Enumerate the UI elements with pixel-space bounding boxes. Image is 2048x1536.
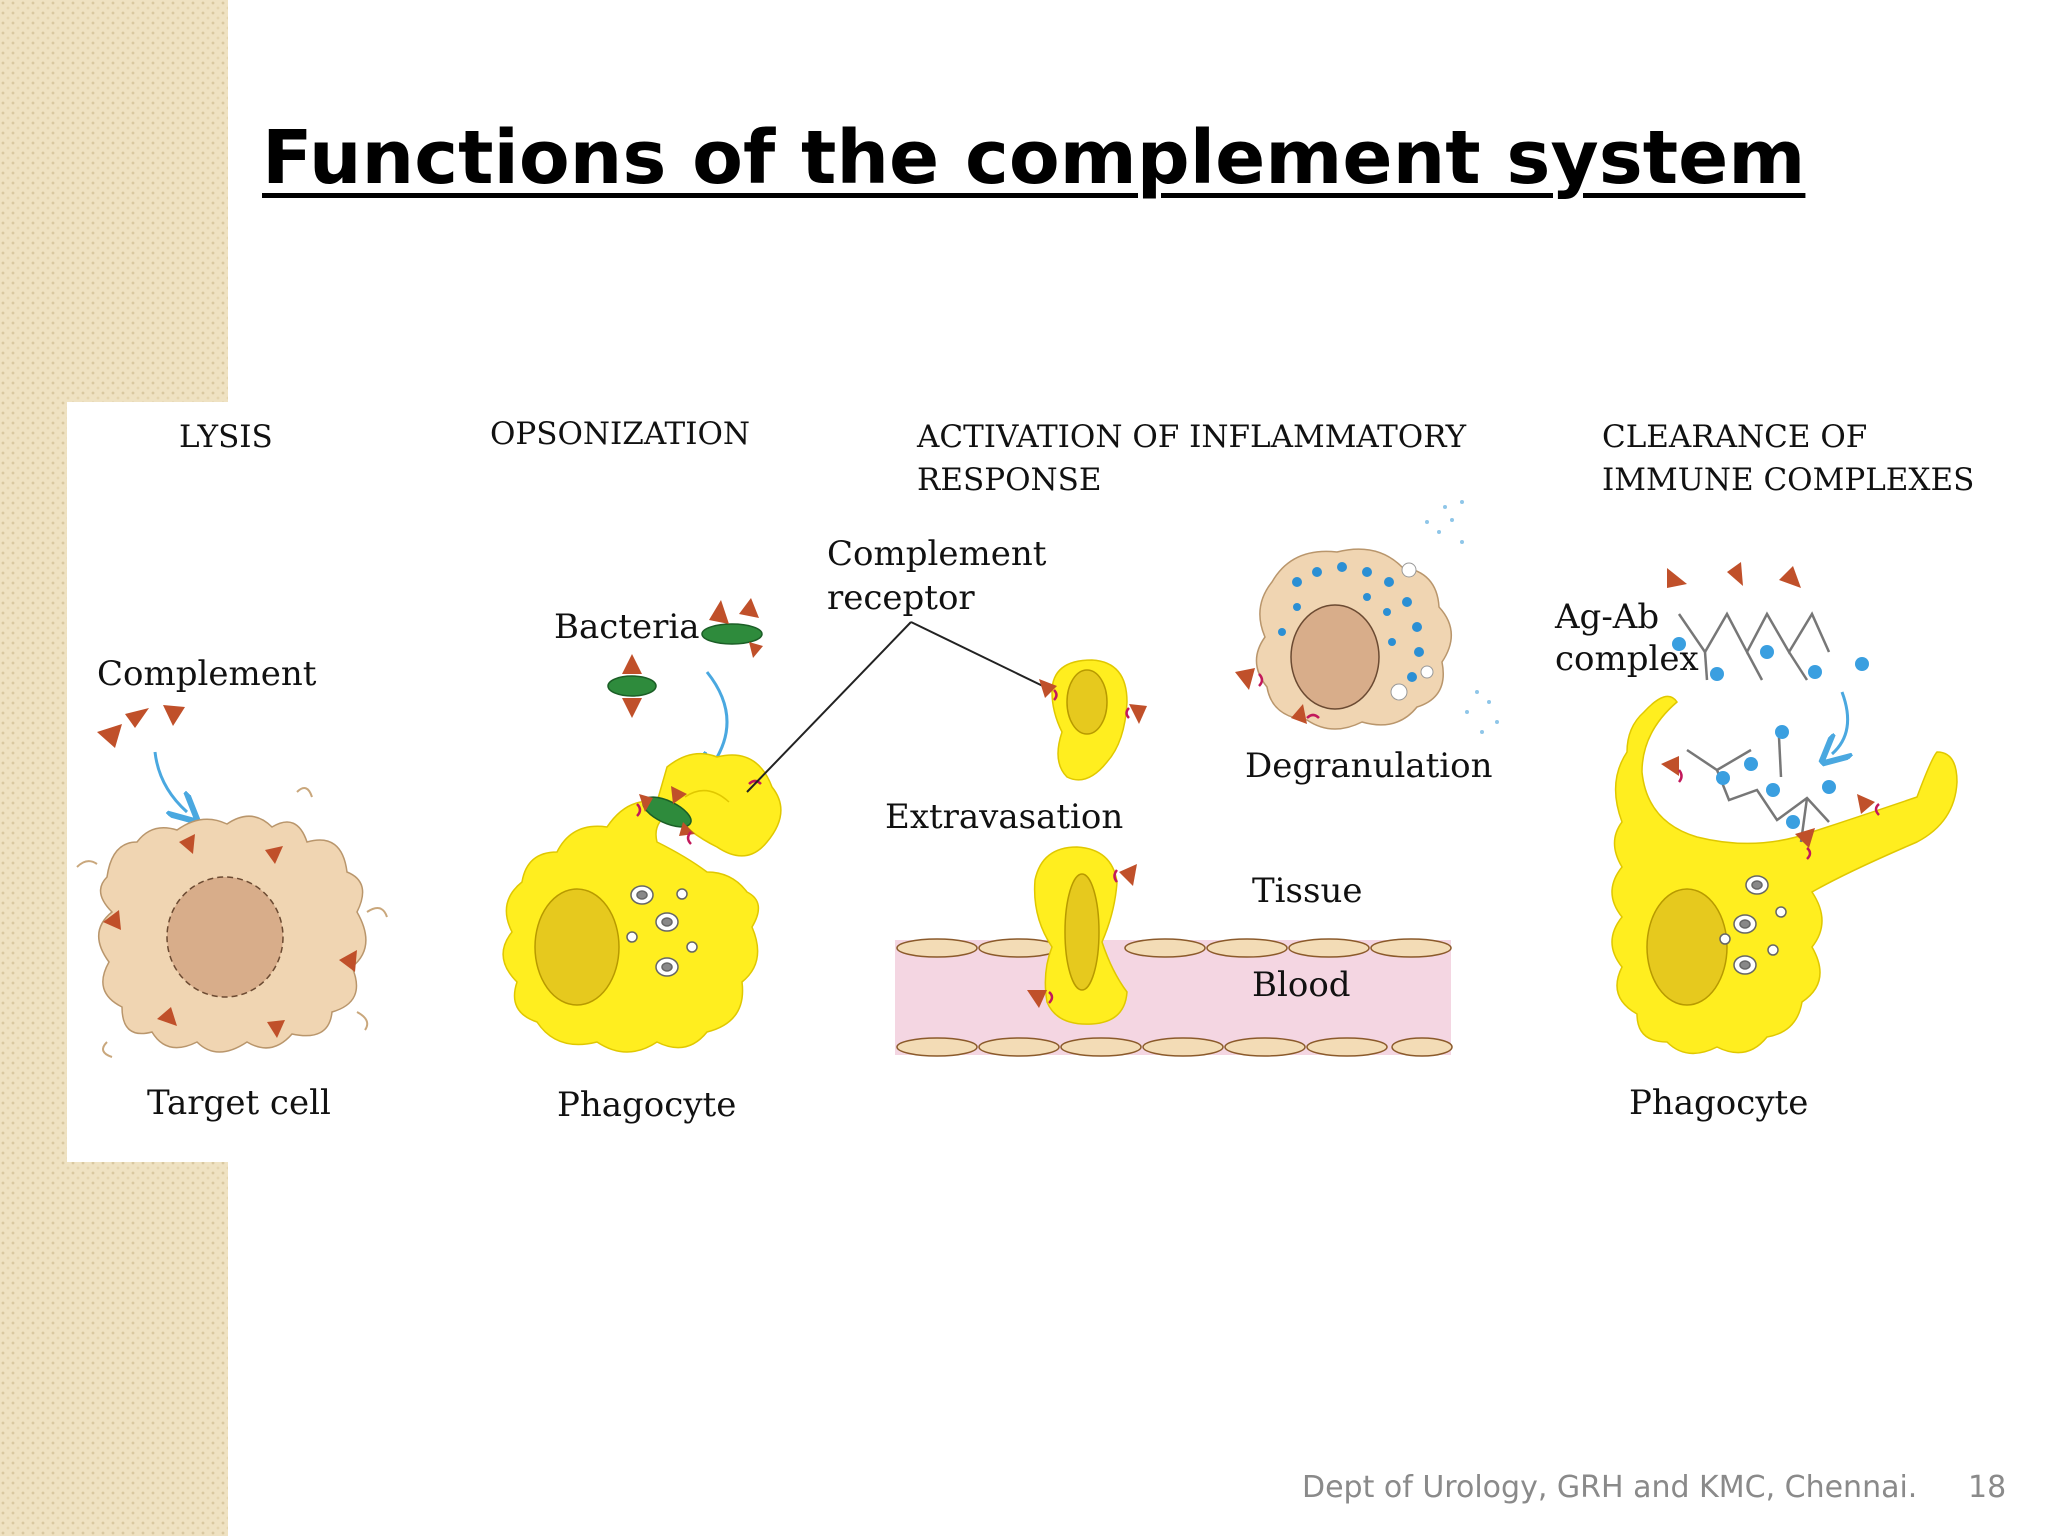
heading-lysis: LYSIS — [179, 419, 273, 455]
extravasating-leukocyte — [1027, 846, 1137, 1025]
label-phagocyte-opsonization: Phagocyte — [557, 1085, 736, 1125]
complement-receptors — [636, 779, 762, 845]
heading-opsonization: OPSONIZATION — [490, 416, 750, 452]
heading-clearance-line2: IMMUNE COMPLEXES — [1602, 462, 1974, 498]
phagocyte-nucleus-clearance — [1646, 888, 1728, 1006]
label-complement-receptor-line1: Complement — [827, 534, 1047, 574]
phagocyte-clearance — [1611, 695, 1958, 1055]
label-blood: Blood — [1252, 965, 1351, 1005]
activated-leukocyte — [1039, 659, 1147, 781]
arrow-complement-to-target — [153, 751, 187, 812]
slide-title: Functions of the complement system — [262, 115, 1806, 201]
heading-inflammatory-line1: ACTIVATION OF INFLAMMATORY — [916, 419, 1467, 455]
label-phagocyte-clearance: Phagocyte — [1629, 1083, 1808, 1123]
phagocyte-nucleus — [534, 888, 620, 1006]
label-degranulation: Degranulation — [1245, 746, 1493, 786]
arrow-complex-to-phagocyte — [1832, 691, 1848, 754]
receptor-pointer-lines — [746, 621, 1048, 793]
target-nucleus — [166, 876, 284, 998]
label-extravasation: Extravasation — [885, 797, 1123, 837]
immune-complex-free — [1667, 562, 1869, 681]
heading-clearance-line1: CLEARANCE OF — [1602, 419, 1867, 455]
label-complement-receptor-line2: receptor — [827, 578, 975, 618]
page-number: 18 — [1968, 1470, 2007, 1505]
label-tissue: Tissue — [1252, 871, 1362, 911]
label-ag-ab-line1: Ag-Ab — [1554, 597, 1659, 637]
label-target-cell: Target cell — [147, 1083, 331, 1123]
bound-immune-complexes — [1686, 736, 1830, 843]
slide-footer: Dept of Urology, GRH and KMC, Chennai. — [1302, 1470, 1918, 1505]
mast-cell-degranulating — [1235, 500, 1499, 734]
bacteria-free — [607, 598, 763, 718]
target-cell — [76, 787, 388, 1058]
blood-vessel — [895, 938, 1453, 1057]
label-bacteria: Bacteria — [554, 607, 699, 647]
complement-proteins — [97, 705, 185, 748]
heading-inflammatory-line2: RESPONSE — [917, 462, 1101, 498]
label-complement: Complement — [97, 654, 317, 694]
complement-functions-figure: LYSIS OPSONIZATION ACTIVATION OF INFLAMM… — [67, 402, 2047, 1162]
phagocyte-opsonization — [502, 752, 782, 1053]
